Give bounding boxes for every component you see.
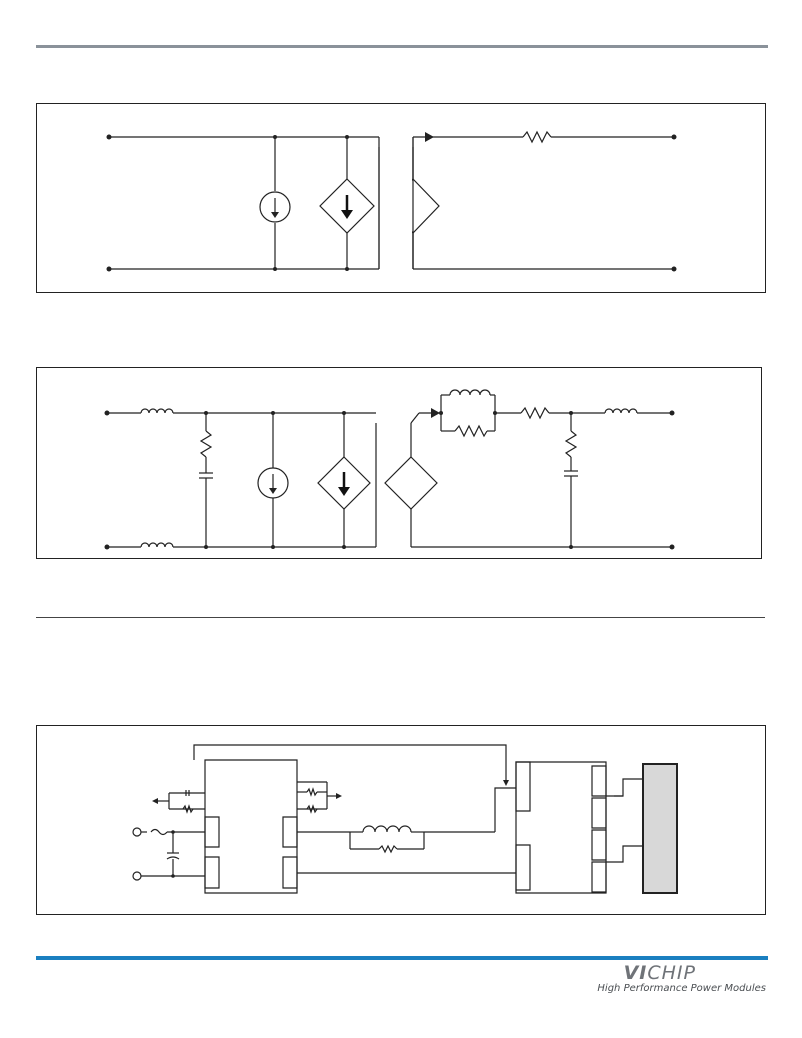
- logo-tagline: High Performance Power Modules: [597, 983, 766, 994]
- load-block: [643, 764, 677, 893]
- input-damping-resistor: [201, 431, 211, 457]
- input-terminal-neg: [133, 872, 141, 880]
- vtm-pin-out-2: [592, 798, 606, 828]
- output-parallel-inductor: [450, 390, 490, 395]
- circuit-1-svg: [106, 104, 677, 272]
- input-inductor-bottom: [141, 543, 173, 547]
- input-capacitor-3: [167, 857, 179, 859]
- vichip-logo: VICHIP High Performance Power Modules: [566, 962, 766, 996]
- circuit-2-svg: [104, 368, 675, 550]
- prm-pin-out-pos: [283, 817, 297, 847]
- top-rule: [36, 45, 768, 48]
- dependent-voltage-source-2: [385, 457, 437, 509]
- output-damping-resistor: [566, 431, 576, 457]
- output-resistor: [523, 132, 551, 142]
- block-diagram-svg: [37, 726, 767, 916]
- application-block-diagram: [36, 725, 766, 915]
- section-divider: [36, 617, 765, 618]
- vtm-pin-out-4: [592, 862, 606, 892]
- output-parallel-resistor: [455, 426, 487, 436]
- vtm-pin-in-pos: [516, 762, 530, 811]
- vtm-pin-out-1: [592, 766, 606, 796]
- output-inductor: [605, 409, 637, 413]
- logo-vi: VI: [623, 962, 648, 984]
- filter-resistor: [379, 846, 397, 852]
- dependent-current-source: [320, 179, 374, 233]
- detailed-equivalent-circuit: [36, 367, 762, 559]
- current-source-symbol: [260, 192, 290, 222]
- feedback-loop: [194, 745, 506, 784]
- input-fuse: [151, 830, 167, 835]
- input-inductor-top: [141, 409, 173, 413]
- prm-pin-out-neg: [283, 857, 297, 888]
- simplified-equivalent-circuit: [36, 103, 766, 293]
- input-terminal-pos: [133, 828, 141, 836]
- bottom-rule: [36, 956, 768, 960]
- vtm-pin-in-neg: [516, 845, 530, 890]
- output-series-resistor: [521, 408, 549, 418]
- logo-chip: CHIP: [647, 962, 696, 984]
- right-trim-resistor-1: [307, 789, 317, 795]
- logo-wordmark: VICHIP: [624, 962, 696, 984]
- right-trim-resistor-2: [307, 806, 317, 812]
- prm-pin-in-pos: [205, 817, 219, 847]
- left-trim-resistor: [183, 806, 193, 812]
- prm-pin-in-neg: [205, 857, 219, 888]
- vtm-pin-out-3: [592, 830, 606, 860]
- filter-inductor: [363, 826, 411, 832]
